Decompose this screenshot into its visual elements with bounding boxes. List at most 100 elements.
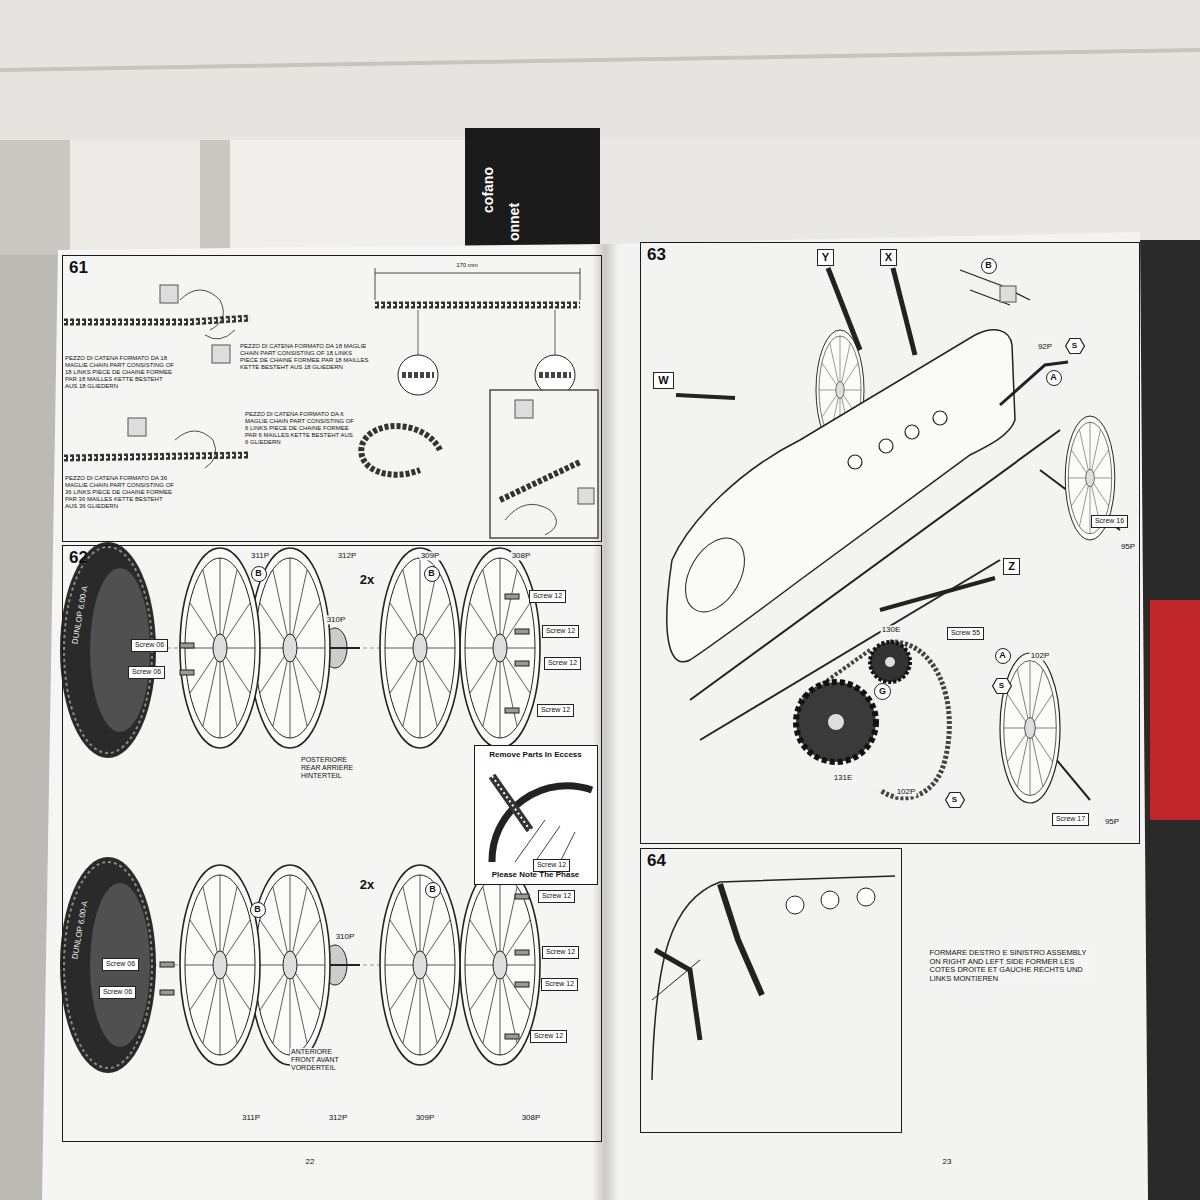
screw-code: Screw 12 [534, 1032, 563, 1040]
part-letter: G [874, 683, 891, 700]
part-number: 308P [511, 551, 532, 560]
part-number: 92P [1037, 342, 1053, 351]
note-text: Please Note The Phase [492, 870, 580, 879]
drawing-ellipse [673, 528, 756, 622]
nut-letter: S [1072, 341, 1077, 350]
part-letter: B [251, 566, 267, 582]
screw-tag: Screw 17 [1052, 813, 1089, 825]
part-letter: B [424, 566, 440, 582]
part-letter: A [1046, 370, 1062, 386]
drawing-rect [230, 140, 465, 255]
drawing-rect [578, 488, 594, 504]
screw-code: Screw 06 [103, 988, 132, 996]
part-letter-text: B [428, 568, 435, 578]
drawing-rect [465, 128, 600, 255]
part-number: 311P [241, 1113, 261, 1122]
drawing-rect [180, 670, 194, 675]
screw-code: Screw 06 [135, 641, 164, 649]
drawing-line [375, 273, 580, 274]
part-letter: B [981, 258, 997, 274]
part-number: 130E [881, 625, 902, 634]
drawing-use [180, 865, 260, 1065]
drawing-use [60, 857, 156, 1073]
screw-tag: Screw 12 [542, 625, 579, 637]
chain-note: PEZZO DI CATENA FORMATO DA 36 MAGLIE CHA… [64, 475, 176, 509]
part-number: 309P [420, 551, 441, 560]
chain-note: PEZZO DI CATENA FORMATO DA 18 MAGLIE CHA… [239, 343, 371, 371]
drawing-path [375, 302, 580, 309]
drawing-path [720, 884, 762, 995]
screw-tag: Screw 12 [538, 890, 575, 902]
page-number: 22 [305, 1157, 316, 1166]
nut-symbol: S [992, 678, 1012, 694]
part-number: 310P [326, 615, 347, 624]
drawing-use [380, 548, 460, 748]
screw-tag: Screw 12 [541, 978, 578, 990]
drawing-path [64, 455, 250, 458]
part-number: 102P [1030, 651, 1051, 660]
step-number: 64 [647, 851, 895, 871]
drawing-use [1000, 653, 1060, 803]
part-letter: B [425, 882, 441, 898]
drawing-rect [160, 962, 174, 967]
drawing-g [64, 268, 598, 538]
drawing-line [676, 395, 735, 398]
screw-tag: Screw 06 [102, 958, 139, 970]
screw-tag: Screw 12 [530, 1030, 567, 1042]
drawing-rect [515, 400, 533, 418]
chain-note: PEZZO DI CATENA FORMATO DA 18 MAGLIE CHA… [64, 355, 176, 389]
screw-tag: Screw 12 [544, 657, 581, 669]
drawing-circle [828, 714, 844, 730]
screw-tag: Screw 12 [529, 590, 566, 602]
screw-code: Screw 12 [548, 659, 577, 667]
screw-tag: Screw 12 [542, 946, 579, 958]
part-letter: A [995, 648, 1011, 664]
drawing-path [652, 876, 895, 1080]
drawing-path [500, 462, 580, 500]
part-number: 312P [328, 1113, 349, 1122]
drawing-path [0, 50, 1200, 70]
part-letter-text: G [879, 686, 886, 696]
quantity: 2x [359, 573, 375, 588]
drawing-path [1000, 362, 1068, 405]
drawing-rect [515, 950, 529, 955]
screw-code: Screw 12 [537, 861, 566, 869]
drawing-use [460, 548, 540, 748]
drawing-use [460, 865, 540, 1065]
drawing-rect [160, 285, 178, 303]
drawing-circle [933, 411, 947, 425]
drawing-line [492, 776, 530, 830]
screw-code: Screw 06 [106, 960, 135, 968]
drawing-circle [885, 657, 895, 667]
drawing-line [492, 776, 530, 830]
drawing-path [505, 504, 556, 535]
box-tab-text: onnet [506, 202, 522, 242]
part-letter-text: A [1050, 372, 1057, 382]
part-number: 308P [521, 1113, 542, 1122]
nut-symbol: S [945, 792, 965, 808]
screw-tag: Screw 12 [533, 859, 570, 871]
drawing-polygon [605, 232, 1148, 1200]
step-panel: 63YXWZBASScrew 16Screw 55ASGSScrew 17 [640, 242, 1140, 844]
note-text: Remove Parts In Eccess [489, 750, 582, 759]
drawing-path [880, 642, 949, 798]
part-number: 310P [335, 932, 356, 941]
drawing-circle [870, 642, 910, 682]
subassembly-letter: Y [822, 251, 829, 264]
subassembly-letter: W [658, 374, 668, 387]
drawing-rect [1150, 600, 1200, 820]
part-number: 95P [1104, 817, 1120, 826]
screw-code: Screw 12 [546, 627, 575, 635]
part-number: 311P [250, 551, 270, 560]
subassembly-tag: X [880, 249, 897, 266]
hex-shape [992, 678, 1011, 693]
drawing-rect [505, 594, 519, 599]
hex-shape [945, 792, 964, 807]
part-number: 95P [1120, 542, 1136, 551]
screw-code: Screw 16 [1095, 517, 1124, 525]
drawing-g [652, 876, 895, 1080]
drawing-rect [515, 982, 529, 987]
part-number: 309P [415, 1113, 436, 1122]
